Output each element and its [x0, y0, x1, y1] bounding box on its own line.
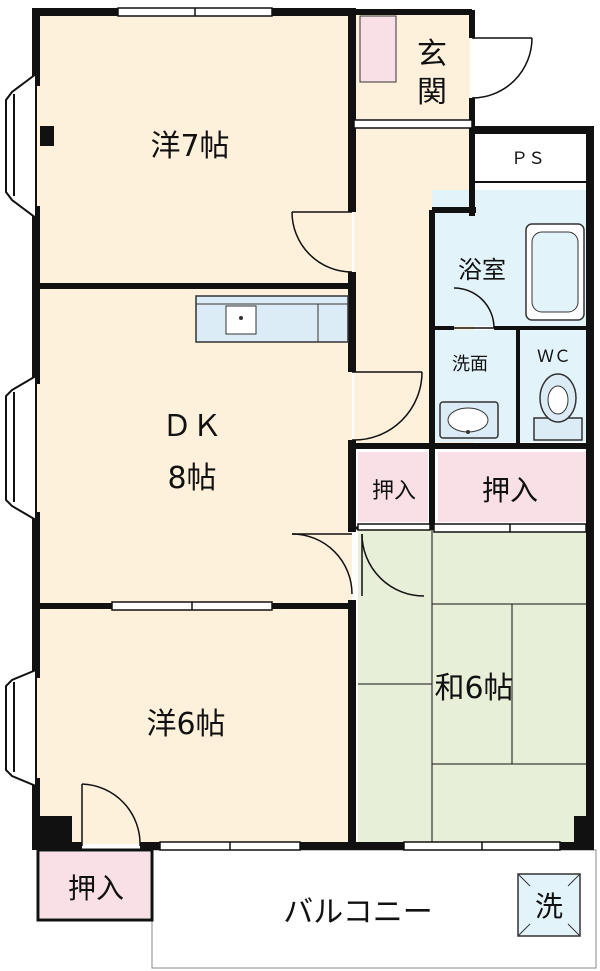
- bath-label: 浴室: [458, 256, 506, 284]
- room-dk-label-line2: 8帖: [167, 461, 216, 496]
- laundry-label: 洗: [535, 890, 563, 923]
- room-western6-label: 洋6帖: [146, 707, 225, 742]
- balcony-label: バルコニー: [283, 895, 432, 930]
- ps-label: ＰＳ: [511, 149, 545, 169]
- closet-large-label: 押入: [482, 474, 538, 507]
- room-western6-floor: [36, 608, 352, 844]
- labels: 洋7帖 ＤＫ 8帖 洋6帖 和6帖 玄 関 浴室 洗面 ＷＣ ＰＳ 押入 押入 …: [68, 37, 571, 930]
- wash-basin: [439, 401, 499, 439]
- entrance-label-line1: 玄: [417, 37, 447, 72]
- closet-large-floor: [438, 452, 586, 522]
- room-japanese6-label: 和6帖: [434, 671, 513, 706]
- doors: [81, 37, 533, 847]
- windows: [111, 7, 587, 851]
- washroom-label: 洗面: [452, 354, 488, 375]
- entrance-label-line2: 関: [417, 75, 447, 110]
- bathtub: [525, 223, 585, 321]
- room-japanese6-floor: [358, 530, 590, 846]
- closet-small-floor: [358, 452, 428, 522]
- room-western7-label: 洋7帖: [150, 129, 229, 164]
- toilet: [533, 373, 583, 441]
- tatami-lines: [358, 530, 590, 846]
- closet-small-label: 押入: [372, 479, 416, 504]
- laundry-box: [517, 873, 581, 937]
- closet-bottom-label: 押入: [68, 872, 124, 905]
- kitchen-counter: [195, 295, 349, 343]
- wc-label: ＷＣ: [537, 347, 571, 367]
- bay-windows: [5, 72, 37, 788]
- closet-bottom-floor: [40, 852, 150, 918]
- shoe-box: [359, 15, 397, 83]
- room-dk-label-line1: ＤＫ: [162, 409, 222, 444]
- pillar: [40, 126, 54, 146]
